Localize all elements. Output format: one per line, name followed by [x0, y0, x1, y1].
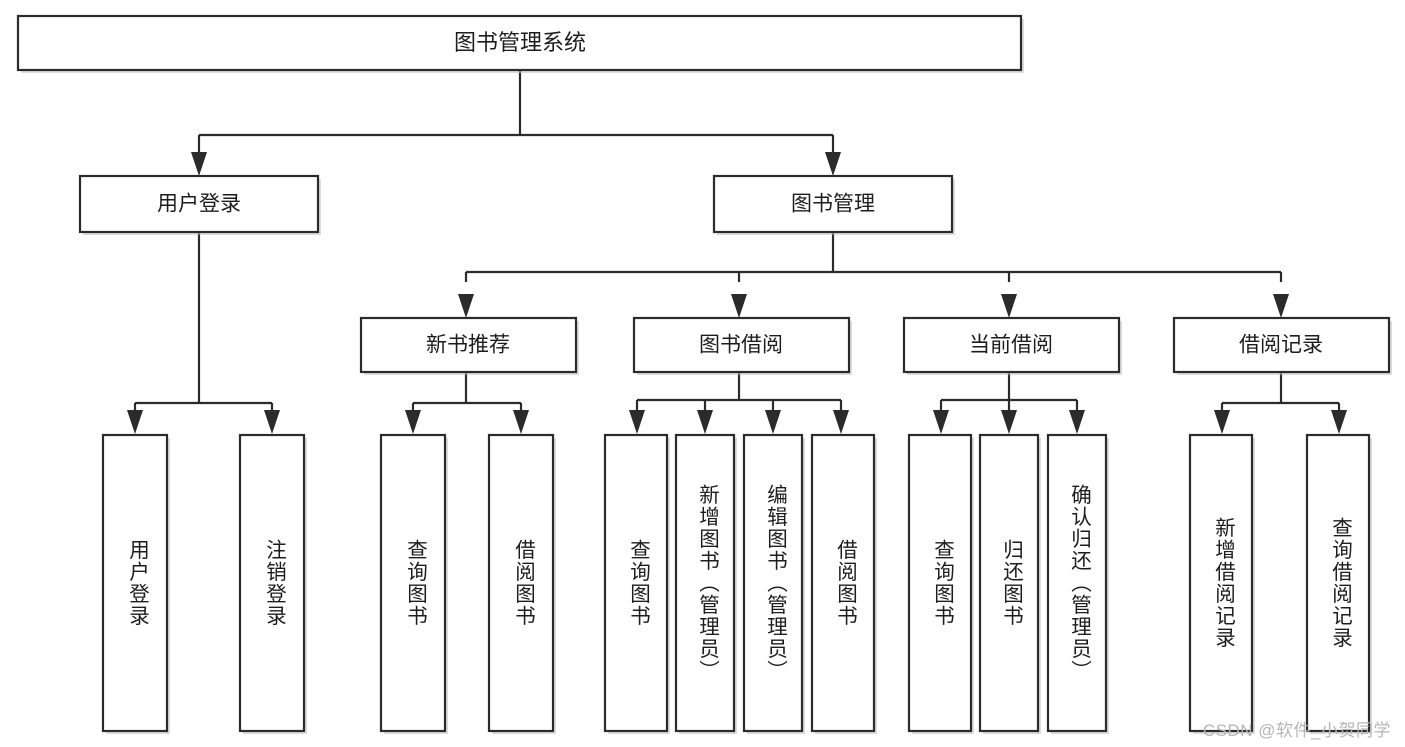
- leaf-box[interactable]: [238, 433, 306, 733]
- user-login-box[interactable]: [78, 174, 320, 234]
- leaf-user-login-logout[interactable]: 注销登录: [238, 433, 307, 734]
- leaf-record-query[interactable]: 查询借阅记录: [1305, 433, 1372, 734]
- arrow-borrow-leaf-1: [629, 410, 645, 434]
- leaf-newbook-query[interactable]: 查询图书: [379, 433, 448, 734]
- leaf-box[interactable]: [603, 433, 669, 733]
- leaf-current-query[interactable]: 查询图书: [907, 433, 974, 734]
- leaf-label: 确认归还（管理员）: [1068, 484, 1092, 682]
- leaf-box[interactable]: [742, 433, 804, 733]
- node-user-login[interactable]: 用户登录: [78, 174, 321, 235]
- leaf-label: 编辑图书（管理员）: [764, 484, 788, 682]
- arrow-record-leaf-1: [1214, 410, 1230, 434]
- current-borrow-box[interactable]: [902, 316, 1121, 374]
- leaf-box[interactable]: [101, 433, 169, 733]
- borrow-record-label: 借阅记录: [1239, 334, 1323, 357]
- leaf-box[interactable]: [487, 433, 555, 733]
- new-book-label: 新书推荐: [426, 334, 510, 357]
- node-current-borrow[interactable]: 当前借阅: [902, 316, 1122, 375]
- leaf-box[interactable]: [1188, 433, 1254, 733]
- leaf-label: 用户登录: [126, 539, 150, 627]
- leaf-borrow-query[interactable]: 查询图书: [603, 433, 670, 734]
- leaf-label: 新增图书（管理员）: [696, 484, 720, 682]
- leaf-label: 查询图书: [404, 539, 428, 627]
- leaf-box[interactable]: [978, 433, 1040, 733]
- leaf-current-return[interactable]: 归还图书: [978, 433, 1041, 734]
- node-borrow-record[interactable]: 借阅记录: [1172, 316, 1392, 375]
- root-label: 图书管理系统: [454, 30, 586, 55]
- arrow-newbook-leaf-1: [405, 410, 421, 434]
- leaf-box[interactable]: [810, 433, 876, 733]
- csdn-watermark: CSDN @软件_小贺同学: [1202, 721, 1391, 740]
- leaf-label: 新增借阅记录: [1212, 517, 1236, 649]
- leaf-label: 查询借阅记录: [1329, 517, 1353, 649]
- new-book-box[interactable]: [359, 316, 578, 374]
- leaf-box[interactable]: [907, 433, 973, 733]
- arrow-bookmanage-child-2: [731, 294, 747, 318]
- arrow-current-leaf-3: [1069, 410, 1085, 434]
- arrow-borrow-leaf-2: [697, 410, 713, 434]
- book-borrow-box[interactable]: [632, 316, 851, 374]
- leaf-box[interactable]: [674, 433, 736, 733]
- arrow-borrow-leaf-4: [833, 410, 849, 434]
- leaf-label: 查询图书: [627, 539, 651, 627]
- current-borrow-label: 当前借阅: [969, 334, 1053, 357]
- arrow-bookmanage-child-4: [1273, 294, 1289, 318]
- arrow-root-to-book-manage: [825, 152, 841, 176]
- leaf-label: 查询图书: [931, 539, 955, 627]
- arrow-userlogin-child-2: [264, 410, 280, 434]
- leaf-record-add[interactable]: 新增借阅记录: [1188, 433, 1255, 734]
- node-new-book-recommend[interactable]: 新书推荐: [359, 316, 579, 375]
- leaf-newbook-borrow[interactable]: 借阅图书: [487, 433, 556, 734]
- leaf-box[interactable]: [1305, 433, 1371, 733]
- leaf-label: 借阅图书: [512, 539, 536, 627]
- node-book-manage[interactable]: 图书管理: [712, 174, 955, 235]
- leaf-box[interactable]: [379, 433, 447, 733]
- leaf-label: 归还图书: [1000, 539, 1024, 627]
- arrow-userlogin-child-1: [127, 410, 143, 434]
- borrow-record-box[interactable]: [1172, 316, 1391, 374]
- arrow-bookmanage-child-1: [458, 294, 474, 318]
- edge-layer: [127, 70, 1347, 434]
- leaf-user-login-login[interactable]: 用户登录: [101, 433, 170, 734]
- leaf-label: 注销登录: [263, 539, 287, 627]
- arrow-borrow-leaf-3: [765, 410, 781, 434]
- book-manage-box[interactable]: [712, 174, 954, 234]
- arrow-current-leaf-2: [1001, 410, 1017, 434]
- arrow-newbook-leaf-2: [513, 410, 529, 434]
- arrow-root-to-user-login: [191, 152, 207, 176]
- arrow-bookmanage-child-3: [1001, 294, 1017, 318]
- leaf-current-confirm-return-admin[interactable]: 确认归还（管理员）: [1046, 433, 1109, 734]
- arrow-current-leaf-1: [933, 410, 949, 434]
- leaf-box[interactable]: [1046, 433, 1108, 733]
- leaf-borrow-borrow-book[interactable]: 借阅图书: [810, 433, 877, 734]
- node-book-borrow[interactable]: 图书借阅: [632, 316, 852, 375]
- leaf-label: 借阅图书: [834, 539, 858, 627]
- leaf-borrow-edit-book-admin[interactable]: 编辑图书（管理员）: [742, 433, 805, 734]
- book-borrow-label: 图书借阅: [699, 334, 783, 357]
- book-manage-label: 图书管理: [791, 193, 875, 216]
- node-root[interactable]: 图书管理系统: [16, 14, 1024, 73]
- root-box[interactable]: [16, 14, 1023, 72]
- user-login-label: 用户登录: [157, 193, 241, 216]
- leaf-borrow-add-book-admin[interactable]: 新增图书（管理员）: [674, 433, 737, 734]
- arrow-record-leaf-2: [1331, 410, 1347, 434]
